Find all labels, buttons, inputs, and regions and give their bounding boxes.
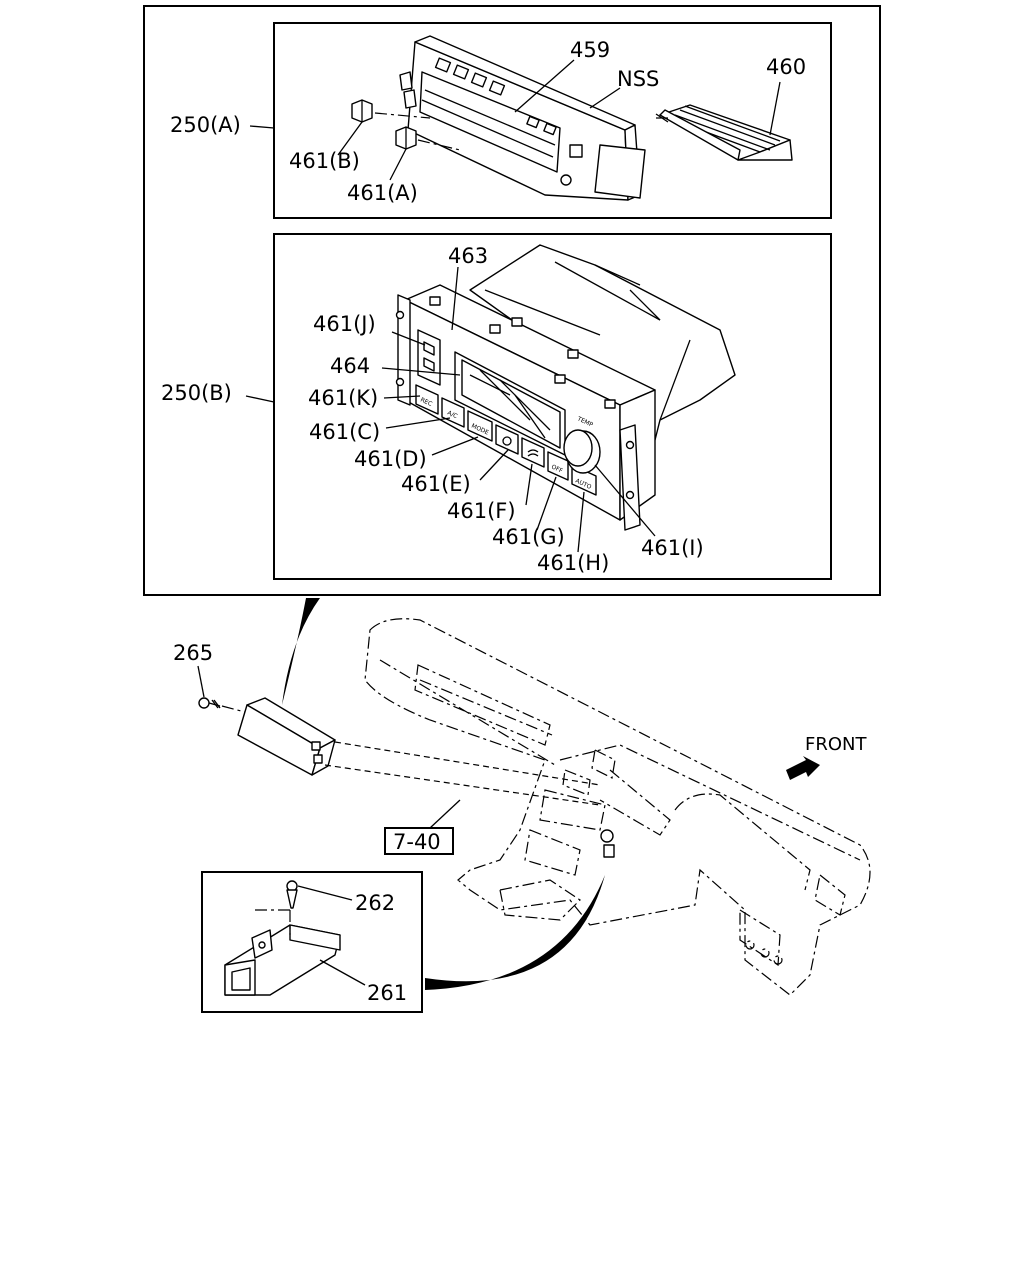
control-unit-assembled	[237, 697, 336, 776]
label-461g: 461(G)	[492, 525, 565, 549]
label-463: 463	[448, 244, 488, 268]
label-461b: 461(B)	[289, 149, 360, 173]
knob-461b	[351, 99, 373, 123]
label-461h: 461(H)	[537, 551, 609, 575]
label-461i: 461(I)	[641, 536, 704, 560]
label-7-40: 7-40	[393, 830, 441, 854]
defrost-icon	[527, 449, 539, 457]
screw-265	[198, 697, 221, 709]
module-460	[655, 104, 793, 161]
label-461k: 461(K)	[308, 386, 378, 410]
instrument-panel	[364, 618, 871, 996]
knob-461a	[395, 126, 417, 150]
ref-box-7-40	[384, 827, 454, 855]
label-nss: NSS	[617, 67, 659, 91]
label-front: FRONT	[805, 734, 867, 755]
detail-arrow-lower	[425, 875, 605, 990]
label-460: 460	[766, 55, 806, 79]
detail-arrow-upper	[282, 598, 320, 705]
label-461e: 461(E)	[401, 472, 471, 496]
button-off: OFF	[550, 463, 564, 474]
label-459: 459	[570, 38, 610, 62]
box-250a: 459 NSS 460 461(B) 461(A)	[273, 22, 832, 219]
fan-icon	[502, 436, 512, 446]
label-250a: 250(A)	[170, 113, 241, 137]
label-464: 464	[330, 354, 370, 378]
label-461f: 461(F)	[447, 499, 516, 523]
label-461j: 461(J)	[313, 312, 376, 336]
label-461d: 461(D)	[354, 447, 427, 471]
box-261	[201, 871, 423, 1013]
label-250b: 250(B)	[161, 381, 232, 405]
box-250b: REC A/C MODE OFF AUTO TEMP	[273, 233, 832, 580]
label-262: 262	[355, 891, 395, 915]
front-arrow	[786, 756, 820, 780]
outer-frame	[143, 5, 881, 596]
label-461c: 461(C)	[309, 420, 380, 444]
climate-panel-463: REC A/C MODE OFF AUTO TEMP	[395, 244, 736, 531]
button-rec: REC	[419, 396, 433, 407]
button-ac: A/C	[446, 409, 458, 420]
control-unit-459	[399, 35, 646, 201]
label-261: 261	[367, 981, 407, 1005]
label-265: 265	[173, 641, 213, 665]
label-461a: 461(A)	[347, 181, 418, 205]
